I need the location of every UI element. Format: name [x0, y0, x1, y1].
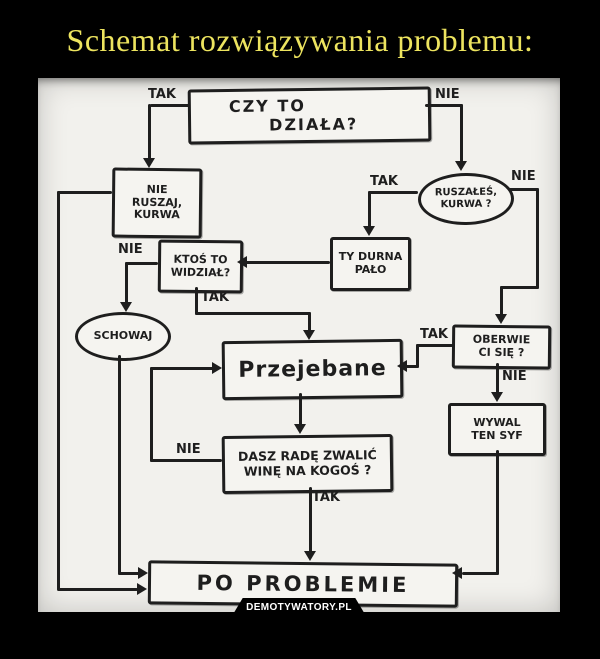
page-title: Schemat rozwiązywania problemu:: [66, 22, 534, 58]
flow-line: [500, 286, 503, 316]
node-ruszales: RUSZAŁEŚ, KURWA ?: [417, 172, 515, 226]
flow-line: [462, 572, 499, 575]
flow-line: [57, 191, 60, 590]
flow-line: [57, 191, 112, 194]
flow-line: [150, 104, 190, 107]
node-text-line: KURWA: [133, 208, 180, 222]
node-text-line: CZY TO: [228, 95, 307, 116]
flow-line: [118, 355, 121, 575]
edge-label-nie: NIE: [511, 169, 536, 184]
node-text-line: TY DURNA: [338, 250, 403, 264]
node-text-line: WYWAL: [473, 415, 521, 429]
flow-line: [125, 262, 128, 304]
arrowhead: [143, 158, 155, 168]
arrowhead: [304, 551, 316, 561]
arrowhead: [455, 161, 467, 171]
watermark-badge: DEMOTYWATORY.PL: [232, 598, 366, 616]
flowchart-photo: CZY TO DZIAŁA? NIE RUSZAJ, KURWA RUSZAŁE…: [38, 78, 560, 612]
flow-line: [508, 188, 539, 191]
flow-line: [195, 312, 311, 315]
node-text-line: PAŁO: [354, 263, 387, 276]
arrowhead: [495, 314, 507, 324]
flow-line: [405, 365, 419, 368]
arrowhead: [491, 392, 503, 402]
edge-label-tak: TAK: [420, 327, 448, 342]
flow-line: [299, 393, 302, 426]
edge-label-nie: NIE: [502, 369, 527, 384]
flow-line: [118, 572, 140, 575]
node-dasz-rade: DASZ RADĘ ZWALIĆ WINĘ NA KOGOŚ ?: [221, 433, 394, 495]
edge-label-tak: TAK: [148, 87, 176, 102]
flow-line: [150, 459, 222, 462]
node-czy-to-dziala: CZY TO DZIAŁA?: [187, 86, 432, 145]
flow-line: [195, 287, 198, 315]
arrowhead: [397, 360, 407, 372]
flow-line: [500, 286, 539, 289]
arrowhead: [363, 226, 375, 236]
node-text-line: PO PROBLEMIE: [196, 570, 410, 597]
flow-line: [57, 588, 138, 591]
flow-line: [425, 104, 463, 107]
node-text-line: DZIAŁA?: [268, 113, 359, 134]
node-text-line: WIDZIAŁ?: [170, 265, 231, 279]
edge-label-tak: TAK: [201, 290, 229, 305]
node-ktos-to: KTOŚ TO WIDZIAŁ?: [157, 239, 244, 294]
watermark-text: DEMOTYWATORY.PL: [246, 602, 352, 613]
flow-line: [150, 367, 214, 370]
node-ty-durna: TY DURNA PAŁO: [330, 237, 411, 291]
flow-line: [245, 261, 330, 264]
node-nie-ruszaj: NIE RUSZAJ, KURWA: [111, 167, 203, 239]
flow-line: [125, 262, 158, 265]
edge-label-tak: TAK: [370, 174, 398, 189]
flow-line: [416, 344, 453, 347]
arrowhead: [137, 583, 147, 595]
flow-line: [368, 191, 371, 228]
node-przejebane: Przejebane: [221, 338, 404, 401]
node-schowaj: SCHOWAJ: [75, 312, 171, 361]
flowchart: CZY TO DZIAŁA? NIE RUSZAJ, KURWA RUSZAŁE…: [38, 78, 560, 612]
arrowhead: [120, 302, 132, 312]
flow-line: [308, 312, 311, 332]
flow-line: [148, 104, 151, 160]
node-text-line: TEN SYF: [471, 428, 523, 442]
arrowhead: [452, 567, 462, 579]
flow-line: [150, 367, 153, 462]
arrowhead: [138, 567, 148, 579]
flow-line: [416, 344, 419, 368]
arrowhead: [294, 424, 306, 434]
node-text-line: SCHOWAJ: [93, 329, 153, 343]
flow-line: [496, 363, 499, 394]
flow-line: [460, 104, 463, 162]
arrowhead: [212, 362, 222, 374]
node-text-line: KURWA ?: [440, 198, 492, 211]
edge-label-nie: NIE: [435, 87, 460, 102]
node-wywal: WYWAL TEN SYF: [448, 403, 546, 456]
flow-line: [368, 191, 418, 194]
flow-line: [496, 450, 499, 575]
node-text-line: WINĘ NA KOGOŚ ?: [243, 462, 372, 479]
arrowhead: [237, 256, 247, 268]
flow-line: [536, 188, 539, 289]
node-text-line: Przejebane: [238, 355, 387, 383]
node-oberwie: OBERWIE CI SIĘ ?: [451, 324, 552, 370]
node-text-line: NIE: [146, 182, 168, 196]
edge-label-nie: NIE: [118, 242, 143, 257]
flow-line: [309, 487, 312, 553]
edge-label-tak: TAK: [312, 490, 340, 505]
edge-label-nie: NIE: [176, 442, 201, 457]
arrowhead: [303, 330, 315, 340]
node-text-line: CI SIĘ ?: [478, 345, 525, 360]
